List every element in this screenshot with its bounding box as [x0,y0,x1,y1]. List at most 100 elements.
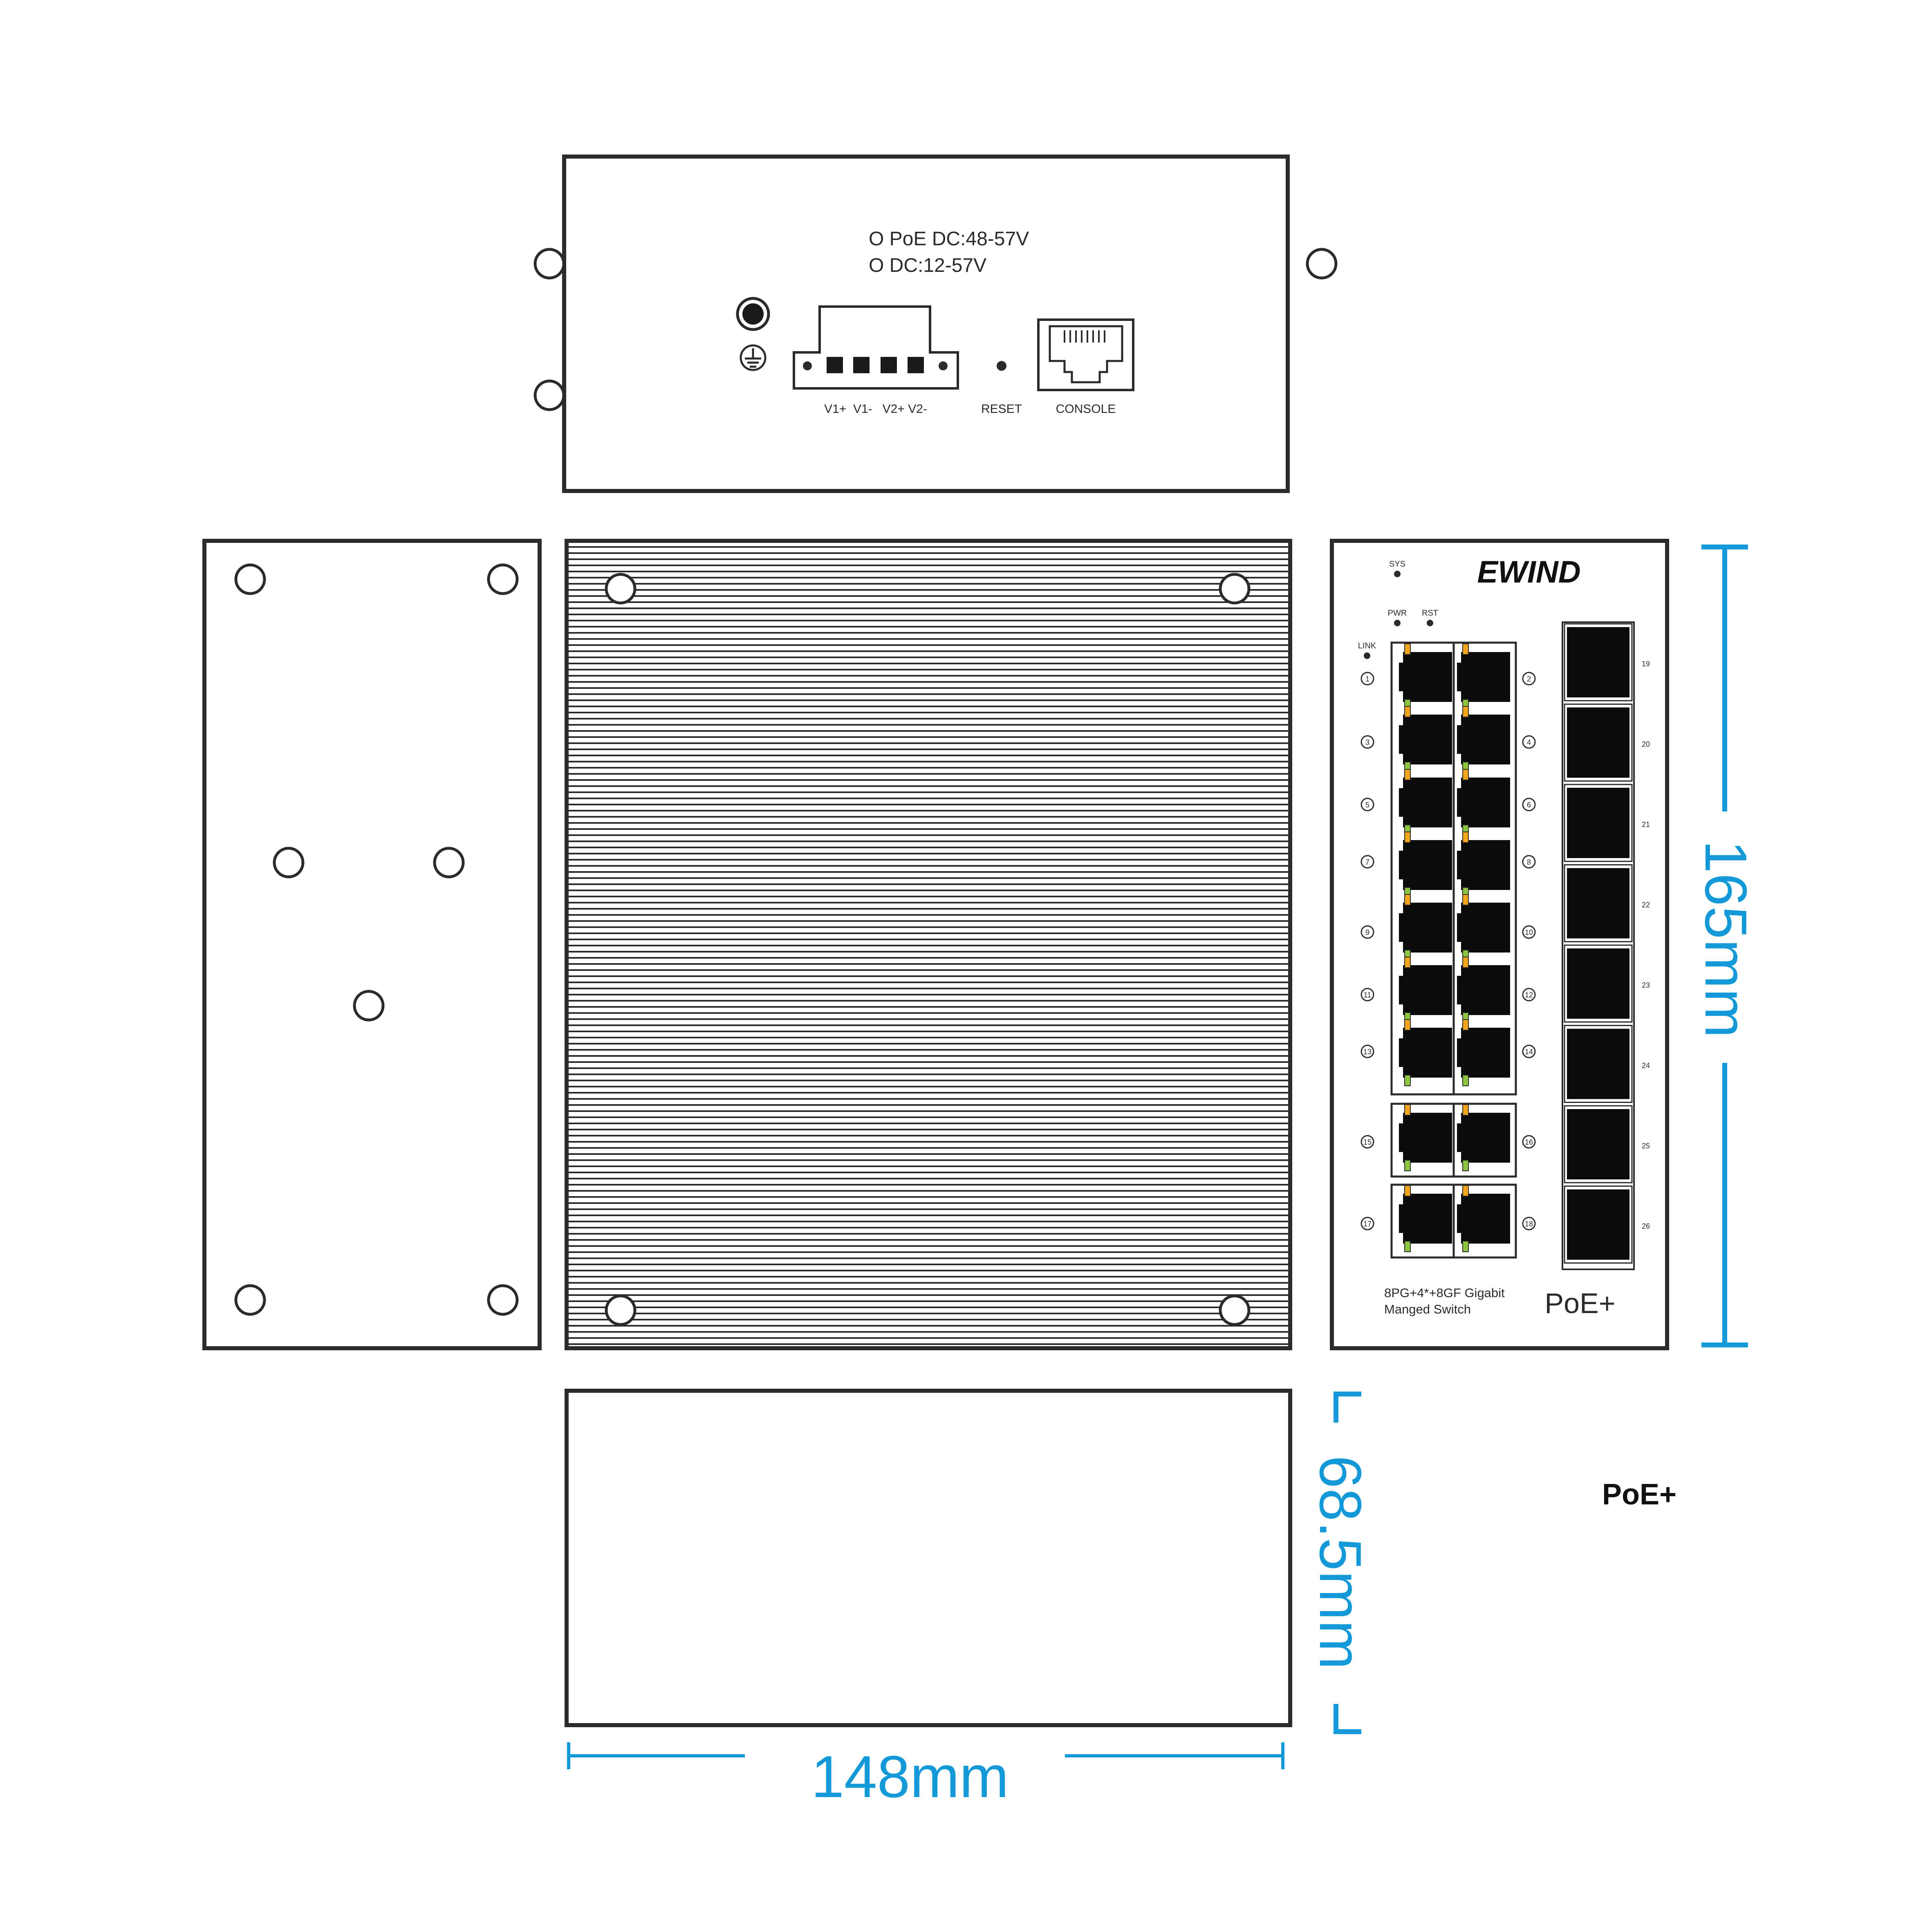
link-led [1404,832,1411,843]
port-number-badge [1360,672,1374,686]
port-number-badge [1522,1217,1536,1230]
rj45-port-3 [1399,706,1452,773]
link-led [1404,894,1411,905]
link-led [1462,1104,1469,1116]
sfp-port-25 [1564,1105,1633,1183]
port-number: 7 [1365,858,1369,866]
sfp-column-frame [1562,621,1635,1270]
rj45-port-11 [1399,957,1452,1024]
port-number-badge [1522,1044,1536,1058]
terminal-screw [803,361,812,370]
speed-led [1404,1241,1411,1252]
rj45-port-8 [1457,832,1510,899]
port-number: 5 [1365,801,1369,809]
mount-hole [1219,573,1251,605]
port-number: 10 [1525,928,1533,937]
terminal-pin [881,357,897,373]
combo-port-18 [1457,1185,1510,1252]
rj45-port-4 [1457,706,1510,773]
speed-led [1462,1241,1469,1252]
led-pwr-label: PWR [1388,609,1407,618]
port-number: 8 [1527,858,1531,866]
top-view-outline [562,155,1290,493]
port-number: 4 [1527,738,1531,746]
mount-hole [234,1284,266,1316]
led-rst-label: RST [1422,609,1438,618]
dimension-depth [1334,1392,1361,1734]
bottom-view [565,1389,1292,1727]
link-led [1462,957,1469,968]
mount-hole [605,573,637,605]
link-led [1404,957,1411,968]
port-number-badge [1360,798,1374,811]
combo-port-17 [1399,1185,1452,1252]
top-view: O PoE DC:48-57V O DC:12-57V V1+ V1- V2+ … [533,155,1338,493]
poe-label: PoE+ [1544,1287,1615,1319]
dimension-height [1701,545,1748,1347]
ground-screw-head [742,303,764,325]
link-led [1404,769,1411,780]
sfp-port-20 [1564,704,1633,782]
sfp-port-number: 26 [1642,1222,1650,1230]
port-number-badge [1360,1217,1374,1230]
link-led [1462,832,1469,843]
dimension-depth-label: 68.5mm [1307,1455,1374,1670]
dimension-width-label: 148mm [811,1744,1009,1810]
sfp-port-24 [1564,1025,1633,1103]
dimension-height-label: 165mm [1693,840,1759,1038]
port-number-badge [1522,988,1536,1002]
port-number-badge [1360,925,1374,939]
link-led [1404,1019,1411,1031]
heatsink-view [565,539,1292,1350]
speed-led [1462,1160,1469,1171]
mount-hole [533,248,565,280]
combo-port-15 [1399,1104,1452,1171]
sfp-port-number: 20 [1642,740,1650,749]
speed-led [1462,1075,1469,1086]
port-number: 1 [1365,675,1369,683]
port-number-badge [1360,988,1374,1002]
link-led [1462,643,1469,655]
rj45-port-1 [1399,643,1452,710]
speed-led [1404,1160,1411,1171]
link-led [1462,1185,1469,1197]
sfp-port-number: 25 [1642,1142,1650,1150]
terminal-pin [827,357,843,373]
port-number: 17 [1363,1220,1372,1228]
mount-hole [1306,248,1338,280]
port-number-badge [1360,1044,1374,1058]
rj45-port-12 [1457,957,1510,1024]
link-led [1404,643,1411,655]
terminal-screw [939,361,948,370]
link-led [1404,1185,1411,1197]
port-number: 12 [1525,991,1533,999]
mount-hole [234,563,266,595]
console-label: CONSOLE [1056,402,1116,416]
port-number: 9 [1365,928,1369,937]
led-sys [1394,571,1401,577]
mount-hole [487,1284,519,1316]
port-number-badge [1522,672,1536,686]
sfp-port-number: 19 [1642,660,1650,668]
terminal-block [793,305,959,390]
led-rst [1427,620,1433,626]
rj45-port-14 [1457,1019,1510,1086]
link-led [1462,706,1469,717]
sfp-port-26 [1564,1186,1633,1264]
led-link-label: LINK [1358,641,1376,650]
sfp-port-number: 24 [1642,1062,1650,1070]
mount-hole [273,847,305,879]
sfp-port-number: 22 [1642,901,1650,909]
mount-hole [433,847,465,879]
mount-hole [487,563,519,595]
sfp-port-number: 21 [1642,820,1650,829]
mount-hole [1219,1294,1251,1326]
rj45-port-6 [1457,769,1510,836]
terminal-pin [908,357,924,373]
link-led [1404,1104,1411,1116]
model-line-1: 8PG+4*+8GF Gigabit [1384,1286,1505,1300]
link-led [1462,1019,1469,1031]
reset-label: RESET [981,402,1022,416]
port-number: 15 [1363,1138,1372,1146]
